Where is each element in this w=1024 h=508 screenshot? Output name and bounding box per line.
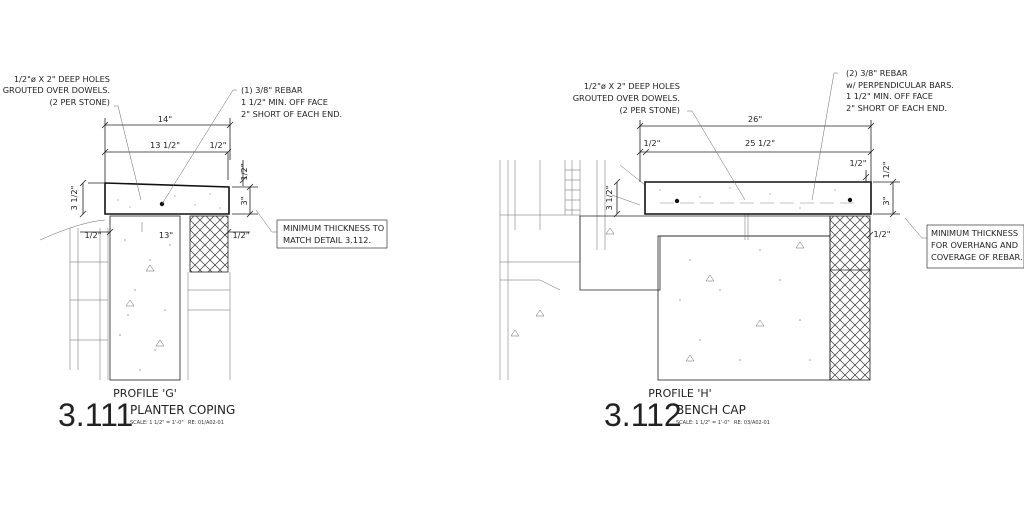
detail-number: 3.112 bbox=[604, 397, 682, 433]
note-box-line2: MATCH DETAIL 3.112. bbox=[283, 235, 371, 245]
dim-top-left: 1/2" bbox=[644, 138, 661, 148]
detail-scale: SCALE: 1 1/2" = 1'-0" bbox=[130, 420, 184, 426]
dim-left-gap: 1/2" bbox=[85, 230, 102, 240]
note-box bbox=[926, 224, 1024, 269]
rebar-dot-right bbox=[847, 197, 853, 203]
rebar-note-line3: 2" SHORT OF EACH END. bbox=[241, 109, 342, 119]
existing-wall bbox=[39, 219, 109, 380]
dim-right-gap: 1/2" bbox=[233, 230, 250, 240]
dimension-lines bbox=[79, 118, 258, 236]
concrete-wall bbox=[109, 215, 181, 381]
rebar-note-line3: 1 1/2" MIN. OFF FACE bbox=[846, 91, 933, 101]
dim-side-top: 1/2" bbox=[881, 162, 891, 179]
dim-right-offset: 1/2" bbox=[850, 158, 867, 168]
dim-overall: 14" bbox=[158, 114, 172, 124]
dim-top-right: 1/2" bbox=[210, 140, 227, 150]
rebar-leader bbox=[161, 89, 237, 205]
holes-note-line3: (2 PER STONE) bbox=[49, 97, 110, 107]
note-leader bbox=[904, 217, 927, 239]
dim-overall: 26" bbox=[748, 114, 762, 124]
dim-base: 13" bbox=[159, 230, 173, 240]
dim-inner: 13 1/2" bbox=[150, 140, 180, 150]
detail-3-112: 1/2"ø X 2" DEEP HOLES GROUTED OVER DOWEL… bbox=[499, 68, 1024, 433]
bench-slab bbox=[579, 215, 831, 291]
holes-leader bbox=[687, 110, 746, 201]
dim-height: 3 1/2" bbox=[69, 186, 79, 211]
holes-note-line3: (2 PER STONE) bbox=[619, 105, 680, 115]
holes-note-line2: GROUTED OVER DOWELS. bbox=[573, 93, 680, 103]
rebar-leader bbox=[811, 72, 838, 201]
profile-label: PROFILE 'H' bbox=[648, 387, 711, 400]
holes-leader bbox=[114, 105, 142, 201]
holes-note-line2: GROUTED OVER DOWELS. bbox=[3, 85, 110, 95]
insulation-block bbox=[829, 215, 871, 381]
bench-cap-stone bbox=[644, 181, 872, 215]
dim-side-top: 1/2" bbox=[239, 164, 249, 181]
note-box-line1: MINIMUM THICKNESS TO bbox=[283, 223, 384, 233]
dim-inner: 25 1/2" bbox=[745, 138, 775, 148]
existing-structure bbox=[499, 160, 646, 380]
coping-stone bbox=[104, 182, 230, 215]
detail-title: PLANTER COPING bbox=[130, 403, 235, 417]
rebar-note-line2: w/ PERPENDICULAR BARS. bbox=[846, 80, 954, 90]
rebar-note-line4: 2" SHORT OF EACH END. bbox=[846, 103, 947, 113]
detail-title: BENCH CAP bbox=[676, 403, 746, 417]
note-box-line1: MINIMUM THICKNESS bbox=[931, 228, 1018, 238]
holes-note-line1: 1/2"ø X 2" DEEP HOLES bbox=[584, 81, 680, 91]
rebar-note-line1: (2) 3/8" REBAR bbox=[846, 68, 908, 78]
detail-reference: RE: 03/A02-01 bbox=[734, 420, 770, 426]
concrete-stipple bbox=[119, 239, 171, 371]
dimension-lines bbox=[613, 120, 900, 240]
note-leader bbox=[255, 209, 277, 233]
note-box bbox=[276, 219, 388, 249]
rebar-dot-left bbox=[674, 198, 680, 204]
concrete-wall bbox=[657, 235, 831, 381]
profile-label: PROFILE 'G' bbox=[113, 387, 177, 400]
detail-scale: SCALE: 1 1/2" = 1'-0" bbox=[676, 420, 730, 426]
dim-height: 3 1/2" bbox=[604, 186, 614, 211]
aggregate-marks bbox=[125, 264, 165, 347]
rebar-note-line2: 1 1/2" MIN. OFF FACE bbox=[241, 97, 328, 107]
insulation-block bbox=[189, 215, 229, 273]
dim-bottom-right: 1/2" bbox=[874, 229, 891, 239]
dim-thickness: 3" bbox=[881, 197, 891, 206]
note-box-line3: COVERAGE OF REBAR. bbox=[931, 252, 1023, 262]
detail-reference: RE: 01/A02-01 bbox=[188, 420, 224, 426]
rebar-note-line1: (1) 3/8" REBAR bbox=[241, 85, 303, 95]
dim-thickness: 3" bbox=[239, 197, 249, 206]
detail-3-111: 1/2"ø X 2" DEEP HOLES GROUTED OVER DOWEL… bbox=[3, 74, 388, 433]
detail-number: 3.111 bbox=[58, 397, 133, 433]
note-box-line2: FOR OVERHANG AND bbox=[931, 240, 1018, 250]
holes-note-line1: 1/2"ø X 2" DEEP HOLES bbox=[14, 74, 110, 84]
